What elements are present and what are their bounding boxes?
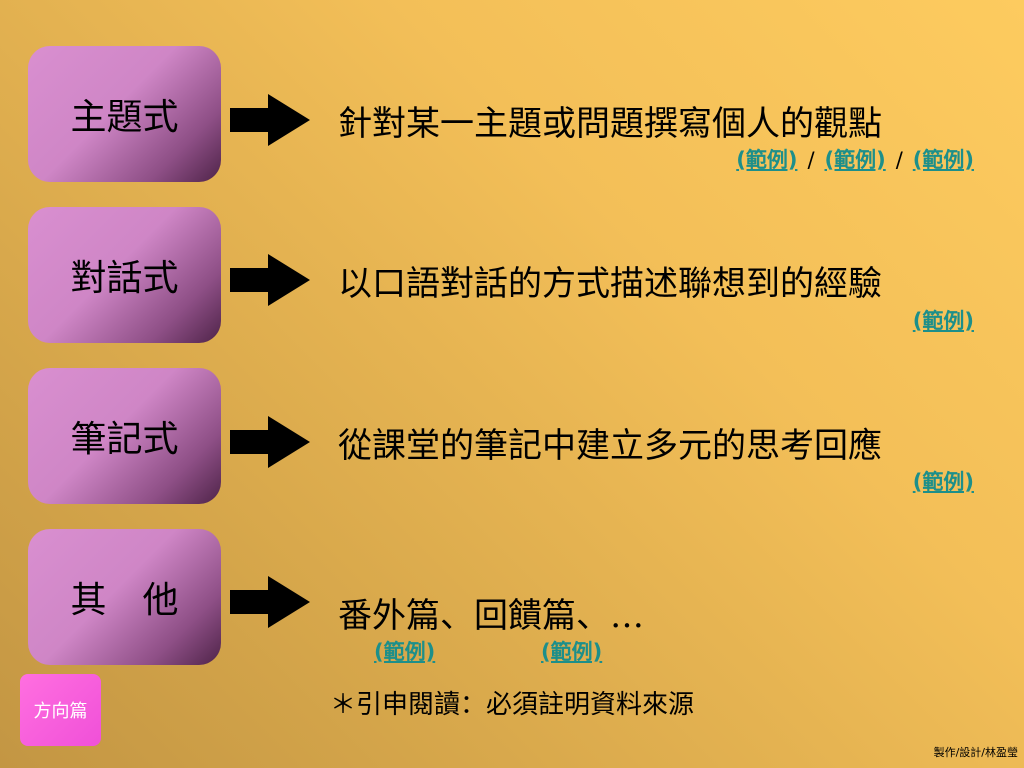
row-description: 以口語對話的方式描述聯想到的經驗 xyxy=(338,264,882,304)
example-links: (範例) / (範例) / (範例) xyxy=(338,144,974,174)
example-link[interactable]: (範例) xyxy=(541,640,603,664)
credit-text: 製作/設計/林盈瑩 xyxy=(933,746,1018,759)
category-button-theme[interactable]: 主題式 xyxy=(28,46,221,182)
row-description: 番外篇、回饋篇、… xyxy=(338,596,644,636)
right-arrow-icon xyxy=(230,254,310,306)
link-separator: / xyxy=(895,148,903,172)
category-button-dialogue[interactable]: 對話式 xyxy=(28,207,221,343)
direction-nav-button[interactable]: 方向篇 xyxy=(20,674,101,746)
example-link[interactable]: (範例) xyxy=(912,470,974,494)
example-links: (範例) xyxy=(338,466,974,496)
right-arrow-icon xyxy=(230,576,310,628)
example-link[interactable]: (範例) xyxy=(736,148,798,172)
example-links: (範例) xyxy=(338,305,974,335)
reading-note: ＊引申閱讀：必須註明資料來源 xyxy=(330,690,695,720)
category-button-other[interactable]: 其 他 xyxy=(28,529,221,665)
example-link[interactable]: (範例) xyxy=(374,640,436,664)
row-description: 針對某一主題或問題撰寫個人的觀點 xyxy=(338,104,882,144)
category-button-notes[interactable]: 筆記式 xyxy=(28,368,221,504)
example-link[interactable]: (範例) xyxy=(824,148,886,172)
row-description: 從課堂的筆記中建立多元的思考回應 xyxy=(338,426,882,466)
example-link[interactable]: (範例) xyxy=(912,309,974,333)
right-arrow-icon xyxy=(230,416,310,468)
link-separator: / xyxy=(807,148,815,172)
example-link[interactable]: (範例) xyxy=(912,148,974,172)
right-arrow-icon xyxy=(230,94,310,146)
